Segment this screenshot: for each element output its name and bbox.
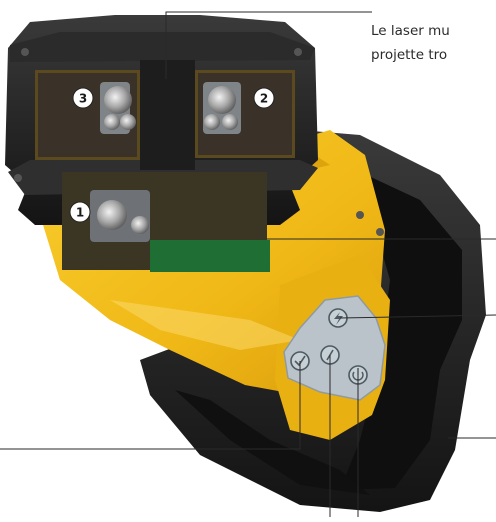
svg-text:2: 2 <box>260 92 268 106</box>
caption-text: Le laser mu projette tro <box>371 19 496 67</box>
laser-module-3 <box>100 82 136 134</box>
bolt-icon <box>334 312 343 325</box>
caption-line-2: projette tro <box>371 47 448 63</box>
marker-3: 3 <box>72 87 94 109</box>
svg-text:1: 1 <box>76 206 84 220</box>
laser-module-2 <box>203 82 241 134</box>
caption-line-1: Le laser mu <box>371 23 450 39</box>
leader-lines <box>0 11 496 517</box>
laser-module-1 <box>90 190 150 242</box>
marker-2: 2 <box>253 87 275 109</box>
check-icon <box>294 355 306 367</box>
svg-text:3: 3 <box>79 92 87 106</box>
marker-1: 1 <box>69 201 91 223</box>
